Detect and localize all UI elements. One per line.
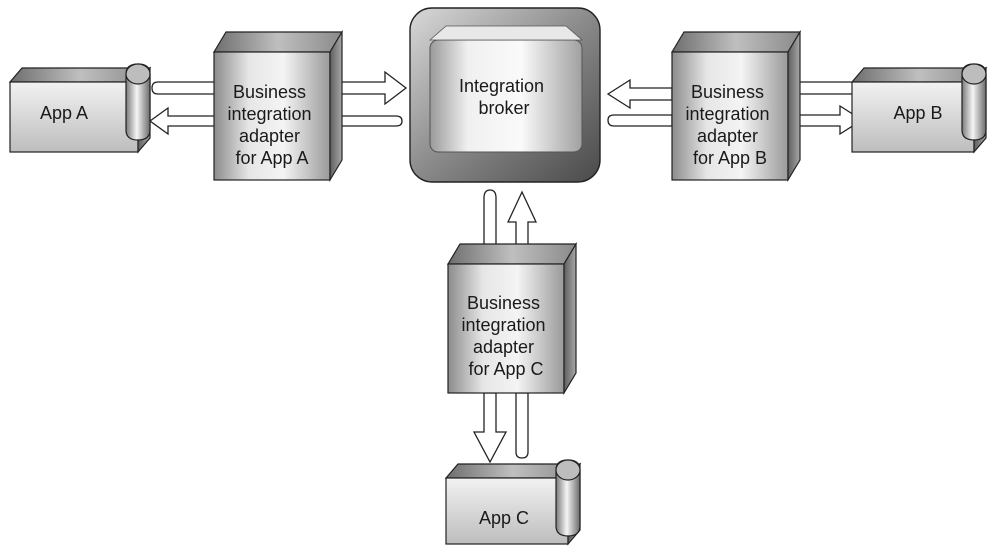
app-b-node: App B <box>850 63 988 154</box>
app-c-node: App C <box>444 459 582 546</box>
adapter-c-label: Business integration adapter for App C <box>461 293 550 379</box>
broker-line-2: broker <box>478 98 529 118</box>
adapter-b-node: Business integration adapter for App B <box>670 29 802 183</box>
adapter-b-line-3: adapter <box>697 126 758 146</box>
adapter-c-line-4: for App C <box>468 359 543 379</box>
adapter-a-label: Business integration adapter for App A <box>227 82 316 168</box>
arrow-a-to-adapter-a <box>151 81 217 95</box>
app-a-label: App A <box>40 103 88 123</box>
adapter-a-line-2: integration <box>227 104 311 124</box>
adapter-a-node: Business integration adapter for App A <box>212 29 344 183</box>
adapter-c-line-1: Business <box>467 293 540 313</box>
arrow-adapter-b-to-broker <box>606 78 673 110</box>
adapter-c-line-2: integration <box>461 315 545 335</box>
arrow-app-c-to-adapter-c <box>515 392 529 459</box>
arrow-adapter-c-to-app-c <box>472 392 508 464</box>
app-a-node: App A <box>8 63 152 154</box>
adapter-a-line-3: adapter <box>239 126 300 146</box>
broker-label: Integration broker <box>459 76 549 118</box>
adapter-c-node: Business integration adapter for App C <box>446 241 578 396</box>
integration-broker-node: Integration broker <box>409 7 601 183</box>
broker-line-1: Integration <box>459 76 544 96</box>
adapter-c-line-3: adapter <box>473 337 534 357</box>
adapter-b-line-4: for App B <box>693 148 767 168</box>
adapter-a-line-1: Business <box>233 82 306 102</box>
adapter-a-line-4: for App A <box>235 148 308 168</box>
arrow-broker-to-adapter-a <box>329 115 403 127</box>
adapter-b-label: Business integration adapter for App B <box>685 82 774 168</box>
app-b-label: App B <box>893 103 942 123</box>
arrow-adapter-a-to-app-a <box>148 106 217 136</box>
adapter-b-line-2: integration <box>685 104 769 124</box>
adapter-b-line-1: Business <box>691 82 764 102</box>
arrow-broker-to-adapter-b <box>607 114 673 127</box>
app-c-label: App C <box>479 508 529 528</box>
